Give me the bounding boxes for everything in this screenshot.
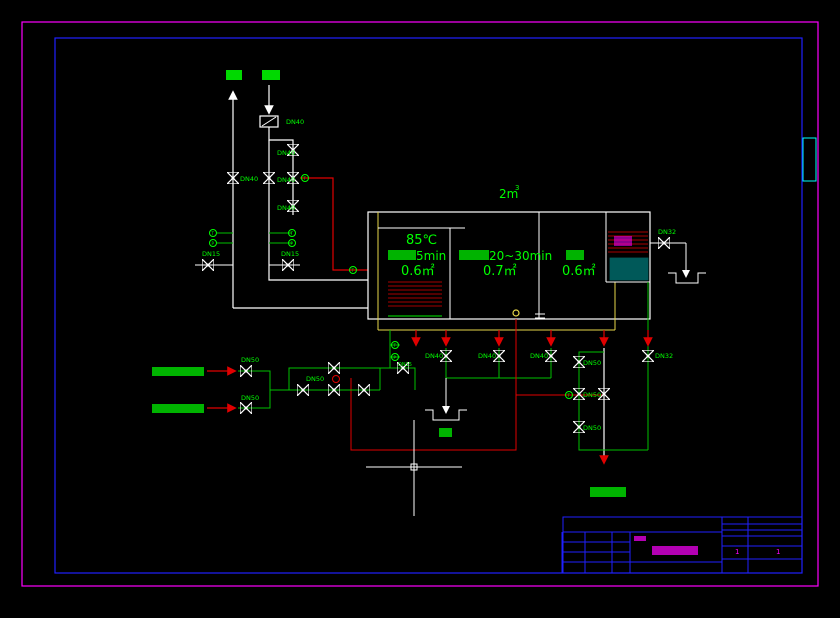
section2-volume: 0.7㎡ xyxy=(483,264,517,279)
svg-text:T: T xyxy=(351,268,355,273)
section1-time: 5min xyxy=(416,249,446,263)
section3-cn-label xyxy=(566,250,584,260)
frame-edge-marker xyxy=(802,137,817,182)
instrument-t-mid: T xyxy=(391,341,399,349)
dn32-top-label: DN32 xyxy=(658,228,676,236)
instrument-t-r: T xyxy=(565,391,573,399)
holding-tank xyxy=(367,211,651,331)
svg-text:P: P xyxy=(212,241,215,246)
section2-cn-label xyxy=(459,250,489,260)
dn50-in1-label: DN50 xyxy=(241,356,259,364)
instrument-t-upper: T xyxy=(209,229,217,237)
tank-temperature: 85℃ xyxy=(406,233,437,248)
dn40-b1-label: DN40 xyxy=(425,352,443,360)
dn40-v2-label: DN40 xyxy=(277,176,295,184)
source-lines xyxy=(195,70,368,309)
svg-text:T: T xyxy=(303,176,307,181)
outer-frame xyxy=(21,21,819,587)
dn40-b2-label: DN40 xyxy=(478,352,496,360)
tank-capacity-label: 2m xyxy=(499,187,518,201)
section2-time: 20~30min xyxy=(489,249,552,263)
dn40-b3-label: DN40 xyxy=(530,352,548,360)
instrument-p-upper: P xyxy=(209,239,217,247)
section1-cn-label xyxy=(388,250,416,260)
dn40-v3-label: DN40 xyxy=(277,204,295,212)
instrument-t-tank: T xyxy=(349,266,357,274)
inlet-lines xyxy=(152,330,416,413)
dn40-top-label: DN40 xyxy=(286,118,304,126)
dn15-small-label: DN15 xyxy=(398,362,412,368)
dn15-mid-label: DN15 xyxy=(281,250,299,258)
bottom-outlets xyxy=(350,282,653,497)
title-block xyxy=(561,516,803,574)
inlet1-cn-label xyxy=(152,367,204,376)
cad-crosshair-cursor[interactable] xyxy=(366,420,462,516)
instrument-p-mid: P xyxy=(391,353,399,361)
title-block-name xyxy=(652,546,698,555)
instrument-t-lower: T xyxy=(288,229,296,237)
svg-text:P: P xyxy=(394,355,397,360)
dn50-mid-label: DN50 xyxy=(306,375,324,383)
instrument-t-red: T xyxy=(301,174,309,182)
instrument-p-lower: P xyxy=(288,239,296,247)
dn15-left-label: DN15 xyxy=(202,250,220,258)
source-label-left xyxy=(226,70,242,80)
title-page-total: 1 xyxy=(776,548,780,556)
section3-volume: 0.6㎡ xyxy=(562,264,596,279)
dn50-r1-label: DN50 xyxy=(583,359,601,367)
dn50-r2-label: DN50 xyxy=(583,391,601,399)
dn50-r3-label: DN50 xyxy=(583,424,601,432)
drain-cn-label xyxy=(439,428,452,437)
svg-text:P: P xyxy=(291,241,294,246)
svg-text:T: T xyxy=(393,343,397,348)
source-label-right xyxy=(262,70,280,80)
instrument-t-in xyxy=(332,375,340,383)
outlet-cn-label xyxy=(590,487,626,497)
dn32-right-label: DN32 xyxy=(655,352,673,360)
dn40-v1-label: DN40 xyxy=(277,149,295,157)
dn50-in2-label: DN50 xyxy=(241,394,259,402)
inlet2-cn-label xyxy=(152,404,204,413)
tank-capacity-sup: 3 xyxy=(515,184,519,192)
overflow-line xyxy=(650,242,706,284)
svg-text:T: T xyxy=(211,231,215,236)
inner-frame xyxy=(54,37,803,574)
title-block-code xyxy=(634,536,646,541)
section1-volume: 0.6㎡ xyxy=(401,264,435,279)
dn40-left-label: DN40 xyxy=(240,175,258,183)
title-page-num: 1 xyxy=(735,548,739,556)
svg-text:T: T xyxy=(290,231,294,236)
svg-text:T: T xyxy=(567,393,571,398)
